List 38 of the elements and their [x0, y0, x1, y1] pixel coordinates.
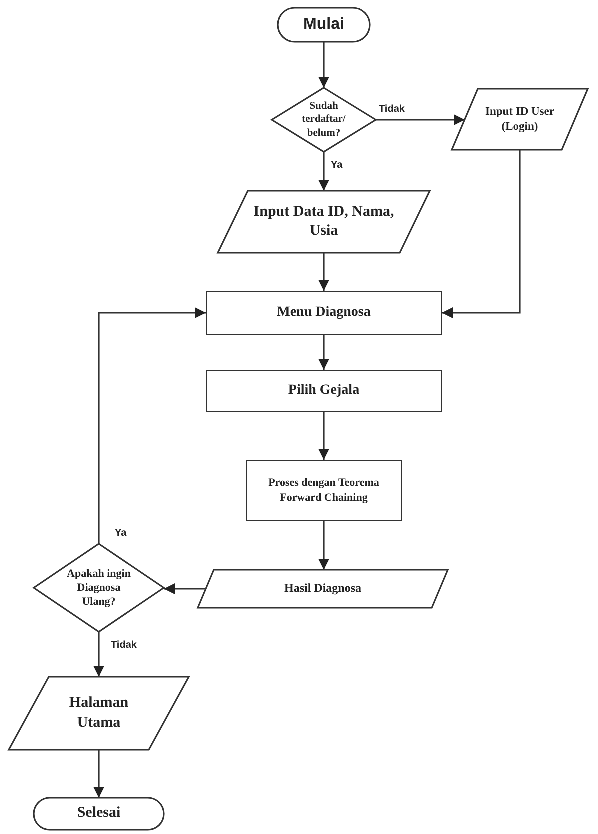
arrow	[98, 307, 206, 544]
arrow	[93, 632, 105, 677]
input-output-parallelogram	[218, 191, 430, 253]
input-output-parallelogram	[9, 677, 189, 750]
terminator-shape	[34, 798, 164, 830]
arrow	[164, 583, 206, 595]
process-box	[246, 460, 402, 521]
node-label: Selesai	[77, 804, 121, 824]
arrow	[318, 412, 330, 460]
node-label: Sudah terdaftar/ belum?	[301, 100, 347, 140]
node-label: Proses dengan Teorema Forward Chaining	[268, 476, 380, 505]
node-label: Pilih Gejala	[288, 382, 360, 400]
decision-diamond	[272, 88, 376, 152]
arrow	[376, 114, 465, 126]
input-output-parallelogram	[452, 89, 588, 150]
node-label: Hasil Diagnosa	[284, 581, 362, 597]
node-label: Menu Diagnosa	[277, 304, 371, 322]
node-label: Halaman Utama	[68, 694, 130, 732]
edge-label: Ya	[114, 528, 128, 539]
node-label: Input Data ID, Nama, Usia	[252, 202, 396, 241]
input-output-parallelogram	[198, 570, 448, 608]
process-box	[206, 370, 442, 412]
arrow	[318, 521, 330, 570]
edge-label: Tidak	[378, 104, 406, 115]
edge-label: Ya	[330, 160, 344, 171]
arrow	[318, 335, 330, 370]
decision-diamond	[34, 544, 164, 632]
node-label: Apakah ingin Diagnosa Ulang?	[66, 566, 132, 610]
arrow	[318, 42, 330, 88]
arrow	[318, 152, 330, 191]
process-box	[206, 291, 442, 335]
edge-label: Tidak	[110, 640, 138, 651]
node-label: Input ID User (Login)	[485, 104, 555, 134]
arrow	[442, 150, 521, 319]
arrow	[93, 750, 105, 798]
arrow	[318, 253, 330, 291]
terminator-shape	[278, 8, 370, 42]
node-label: Mulai	[304, 14, 344, 35]
